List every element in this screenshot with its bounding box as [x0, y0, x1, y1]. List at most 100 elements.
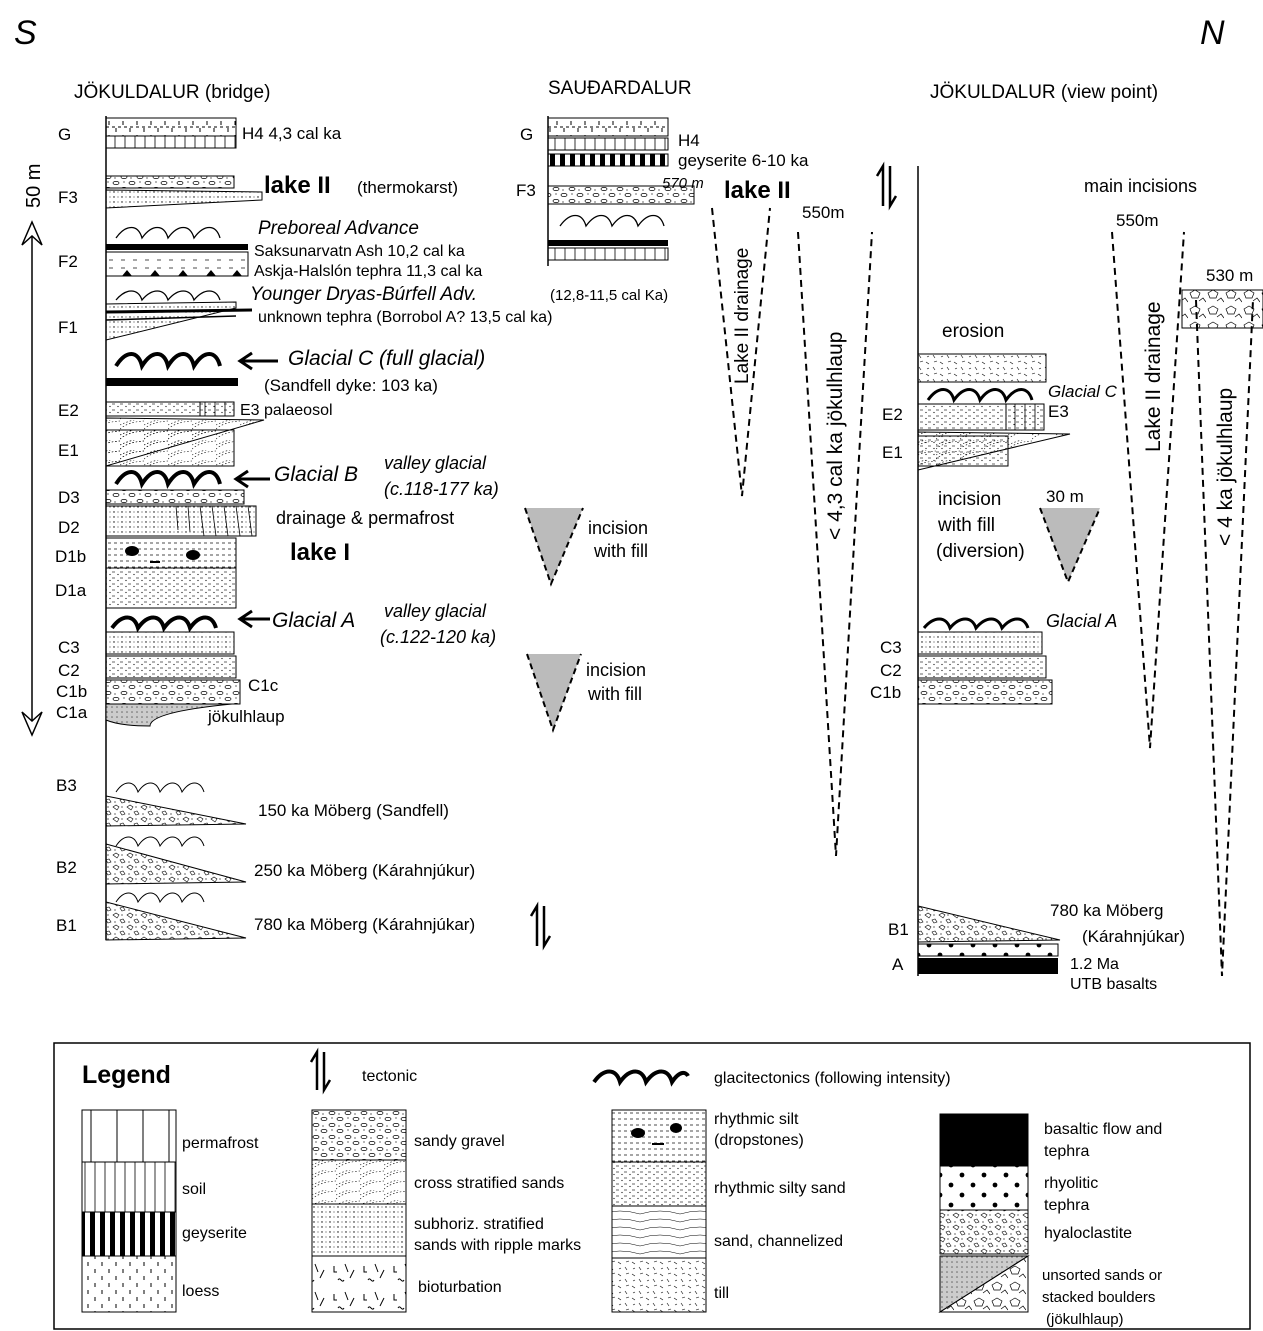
- lake2-drainage-label: Lake II drainage: [732, 248, 753, 384]
- incision-wedge-2: [527, 654, 581, 730]
- bridge-sandfell-dyke-label: (Sandfell dyke: 103 ka): [264, 376, 438, 395]
- saudardalur-unit-g-beds: [547, 117, 669, 167]
- svg-text:B1: B1: [56, 916, 77, 935]
- saudardalur-lake2-label: lake II: [724, 177, 791, 204]
- bridge-valley-glacial-a: valley glacial: [384, 601, 487, 621]
- svg-text:C2: C2: [58, 661, 80, 680]
- viewpoint-title: JÖKULDALUR (view point): [930, 82, 1158, 103]
- svg-text:F2: F2: [58, 252, 78, 271]
- glacial-a-wave: [110, 615, 218, 633]
- viewpoint-unit-c1b: C1b: [870, 683, 901, 702]
- viewpoint-unit-b1-a: [917, 905, 1061, 974]
- bridge-glacial-c-label: Glacial C (full glacial): [288, 347, 485, 370]
- viewpoint-incision: incision: [938, 489, 1001, 510]
- viewpoint-incision-wedge: [1040, 508, 1100, 582]
- legend-permafrost: permafrost: [182, 1135, 259, 1152]
- viewpoint-with-fill: with fill: [937, 515, 995, 536]
- jokulhlaup-43-wedge: [797, 231, 873, 857]
- legend-rhythmic-silt-1: rhythmic silt: [714, 1111, 799, 1128]
- incision-label-2a: incision: [586, 660, 646, 680]
- svg-text:D1b: D1b: [55, 547, 86, 566]
- legend-unsorted-2: stacked boulders: [1042, 1289, 1155, 1306]
- saudardalur-ash-bed: [548, 240, 668, 246]
- viewpoint-elev-550: 550m: [1116, 211, 1159, 230]
- legend-col1-swatches: [81, 1109, 177, 1313]
- saudardalur-unit-f3-bed: [547, 185, 695, 205]
- viewpoint-b1-label-1: 780 ka Möberg: [1050, 901, 1163, 920]
- legend-rhythmic-silty-sand: rhythmic silty sand: [714, 1180, 846, 1197]
- south-label: S: [14, 14, 37, 52]
- svg-text:50 m: 50 m: [23, 164, 45, 208]
- legend-rhyolitic-2: tephra: [1044, 1197, 1089, 1214]
- legend-hyaloclastite: hyaloclastite: [1044, 1225, 1132, 1242]
- legend-unsorted-3: (jökulhlaup): [1046, 1311, 1124, 1328]
- saudardalur-elev-label: 570 m: [662, 175, 704, 192]
- svg-text:D3: D3: [58, 488, 80, 507]
- svg-text:E1: E1: [58, 441, 79, 460]
- viewpoint-530-bed: [1181, 289, 1263, 329]
- saudardalur-unit-f3: F3: [516, 181, 536, 200]
- legend-till: till: [714, 1285, 729, 1302]
- viewpoint-jokulhlaup-label: < 4 ka jökulhlaup: [1214, 388, 1237, 546]
- bridge-glacial-b-label: Glacial B: [274, 463, 358, 486]
- svg-text:D2: D2: [58, 518, 80, 537]
- bridge-jokulhlaup-label: jökulhlaup: [207, 707, 285, 726]
- bridge-saksunarvatn-label: Saksunarvatn Ash 10,2 cal ka: [254, 243, 465, 260]
- legend-geyserite: geyserite: [182, 1225, 247, 1242]
- incision-wedge-1: [525, 508, 583, 584]
- legend-col4-swatches: [938, 1113, 1030, 1313]
- legend-glacitectonics-icon: [592, 1069, 690, 1087]
- saudardalur-geyserite-label: geyserite 6-10 ka: [678, 151, 809, 170]
- legend-subhoriz-1: subhoriz. stratified: [414, 1216, 544, 1233]
- bridge-age-b: (c.118-177 ka): [384, 479, 499, 499]
- legend-bioturbation: bioturbation: [418, 1279, 502, 1296]
- glacial-c-arrow: [237, 351, 278, 371]
- bridge-b2-label: 250 ka Möberg (Kárahnjúkur): [254, 861, 475, 880]
- bridge-lake1-label: lake I: [290, 539, 350, 566]
- bridge-h4-label: H4 4,3 cal ka: [242, 124, 342, 143]
- bridge-unit-c: [105, 631, 241, 727]
- incision-label-1a: incision: [588, 518, 648, 538]
- bridge-unit-e2-e1: [105, 401, 265, 467]
- bridge-lake2-label: lake II: [264, 172, 331, 199]
- bridge-drainage-label: drainage & permafrost: [276, 508, 454, 528]
- svg-text:C1b: C1b: [56, 682, 87, 701]
- middle-elev-550: 550m: [802, 203, 845, 222]
- viewpoint-unit-c3: C3: [880, 638, 902, 657]
- bridge-unit-labels: G F3 F2 F1 E2 E1 D3 D2 D1b D1a C3 C2 C1b…: [55, 125, 88, 935]
- saksunarvatn-ash-bed: [106, 244, 248, 250]
- legend-basaltic-2: tephra: [1044, 1143, 1089, 1160]
- saudardalur-wave: [559, 214, 665, 228]
- saudardalur-soil-bed: [547, 247, 669, 261]
- legend-col3-swatches: [611, 1109, 707, 1313]
- glacial-b-arrow: [233, 469, 270, 489]
- viewpoint-unit-e: [917, 353, 1071, 471]
- legend-box: [53, 1042, 1251, 1330]
- bridge-title: JÖKULDALUR (bridge): [74, 82, 270, 103]
- north-label: N: [1200, 14, 1225, 52]
- legend-glacitectonics-label: glacitectonics (following intensity): [714, 1070, 951, 1087]
- viewpoint-unit-b1: B1: [888, 920, 909, 939]
- bridge-glacial-a-label: Glacial A: [272, 609, 355, 632]
- svg-text:G: G: [58, 125, 71, 144]
- bridge-unit-f3: [105, 175, 263, 209]
- viewpoint-elev-30: 30 m: [1046, 487, 1084, 506]
- viewpoint-glacial-a: Glacial A: [1046, 611, 1117, 631]
- viewpoint-diversion: (diversion): [936, 541, 1025, 562]
- legend-basaltic-1: basaltic flow and: [1044, 1121, 1162, 1138]
- bridge-askja-label: Askja-Halslón tephra 11,3 cal ka: [254, 263, 482, 280]
- bridge-age-a: (c.122-120 ka): [380, 627, 496, 647]
- legend-col2-swatches: [311, 1109, 407, 1313]
- glacial-a-arrow: [237, 609, 270, 629]
- tectonic-symbol-viewpoint: [875, 161, 898, 211]
- bridge-unit-d: [105, 489, 257, 609]
- viewpoint-glacial-c: Glacial C: [1048, 382, 1118, 401]
- viewpoint-jokulhlaup-wedge: [1195, 299, 1254, 977]
- incision-label-1b: with fill: [593, 541, 648, 561]
- legend-rhythmic-silt-2: (dropstones): [714, 1132, 804, 1149]
- viewpoint-unit-a: A: [892, 955, 904, 974]
- viewpoint-lake2-drainage-label: Lake II drainage: [1142, 301, 1165, 452]
- legend-loess: loess: [182, 1283, 219, 1300]
- svg-text:F3: F3: [58, 188, 78, 207]
- bridge-younger-dryas-age: (12,8-11,5 cal Ka): [550, 287, 668, 304]
